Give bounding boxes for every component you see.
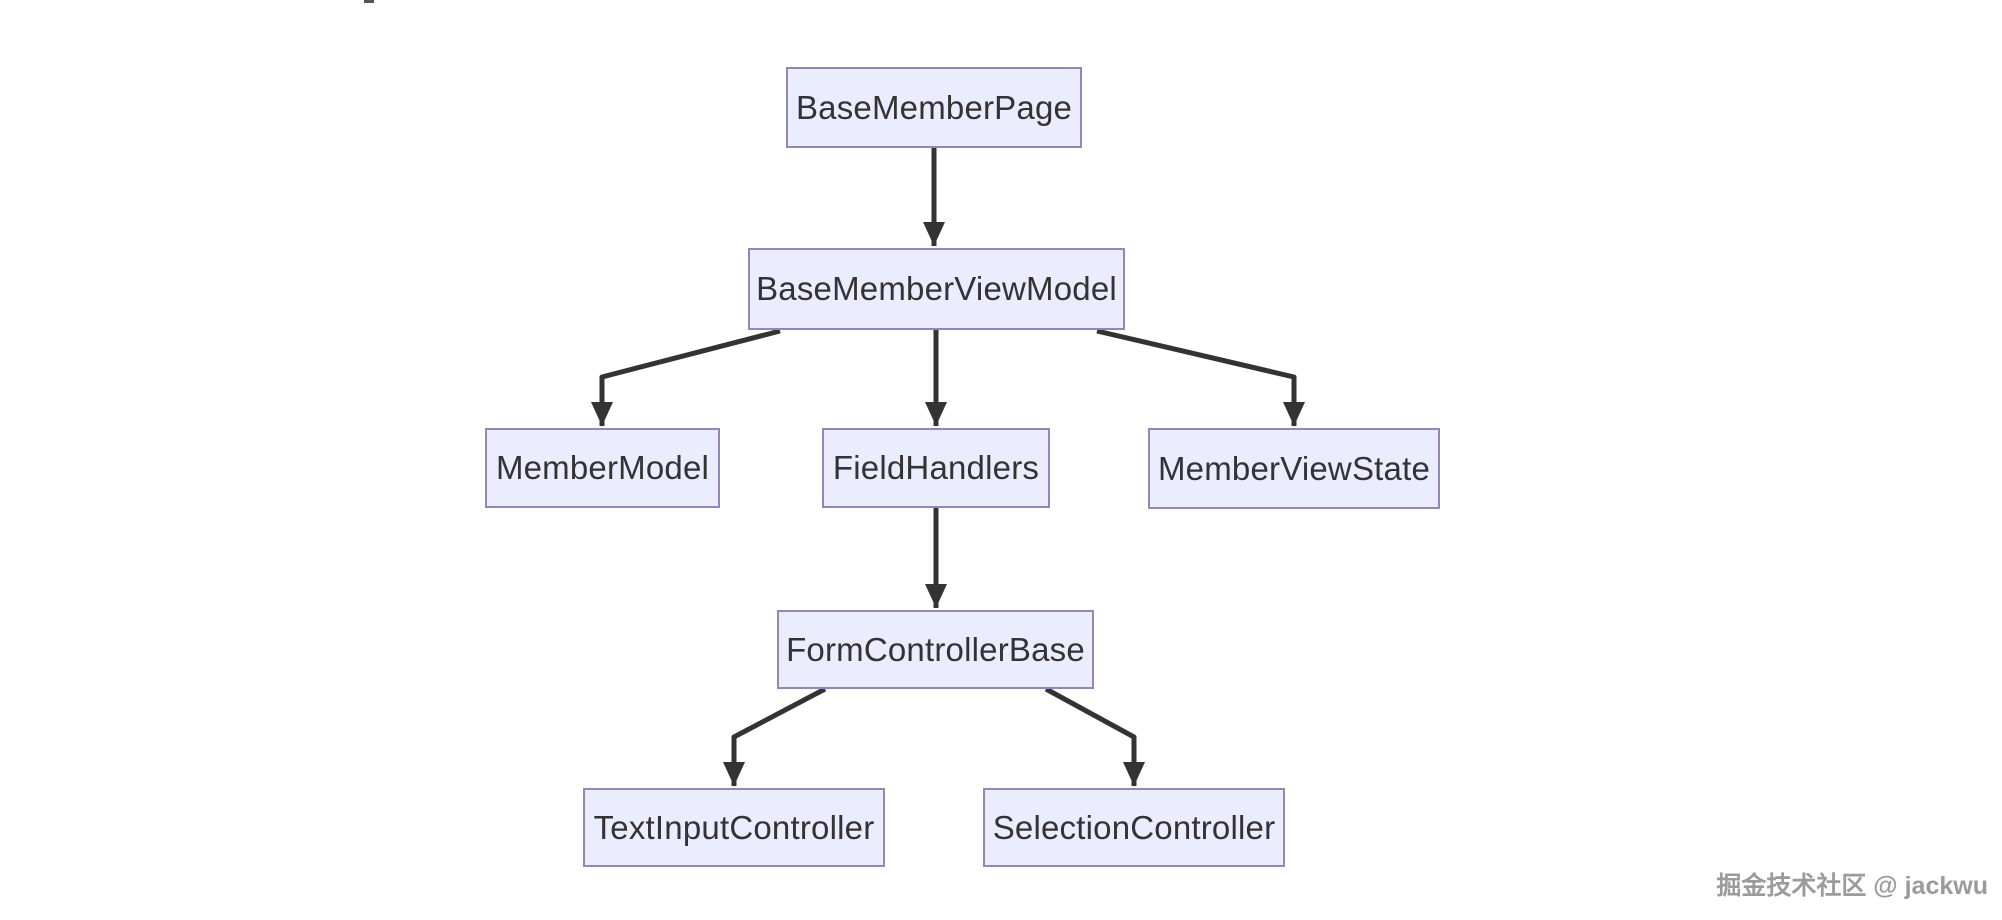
- node-base-member-view-model: BaseMemberViewModel: [748, 248, 1125, 330]
- node-member-view-state: MemberViewState: [1148, 428, 1440, 509]
- node-label: MemberModel: [495, 449, 710, 486]
- node-text-input-controller: TextInputController: [583, 788, 885, 867]
- node-label: TextInputController: [593, 808, 875, 846]
- node-label: BaseMemberPage: [795, 88, 1073, 126]
- node-selection-controller: SelectionController: [983, 788, 1285, 867]
- watermark: 掘金技术社区 @ jackwu: [1716, 872, 1988, 900]
- top-edge-artifact: [364, 0, 374, 3]
- node-label: FieldHandlers: [832, 449, 1040, 486]
- edge-base-member-view-model-to-member-model: [591, 328, 781, 426]
- node-label: MemberViewState: [1157, 449, 1430, 487]
- node-label: BaseMemberViewModel: [756, 270, 1117, 307]
- node-member-model: MemberModel: [485, 428, 720, 508]
- node-form-controller-base: FormControllerBase: [777, 610, 1094, 689]
- node-field-handlers: FieldHandlers: [822, 428, 1050, 508]
- node-label: SelectionController: [992, 808, 1276, 846]
- node-base-member-page: BaseMemberPage: [786, 67, 1082, 148]
- edge-form-controller-base-to-selection-controller: [1044, 686, 1145, 786]
- edge-base-member-view-model-to-member-view-state: [1096, 328, 1305, 426]
- edge-form-controller-base-to-text-input-controller: [723, 686, 827, 786]
- node-label: FormControllerBase: [786, 630, 1085, 668]
